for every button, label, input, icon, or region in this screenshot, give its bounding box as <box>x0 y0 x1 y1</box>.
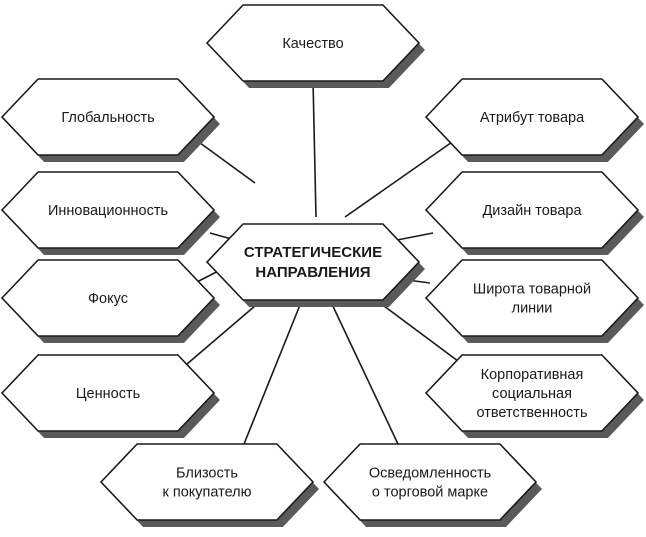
node-label-line: Дизайн товара <box>482 203 582 219</box>
hexagon-shape <box>0 259 216 337</box>
node-label-line: СТРАТЕГИЧЕСКИЕ <box>244 244 382 261</box>
node-osvedomlennost-o-marke: Осведомленность о торговой марке <box>322 443 542 527</box>
hexagon-shape <box>0 354 216 432</box>
hexagon-shape <box>0 78 216 156</box>
node-kachestvo: Качество <box>205 4 425 88</box>
hexagon-shape <box>322 443 538 521</box>
node-label-line: НАПРАВЛЕНИЯ <box>255 264 370 281</box>
node-label-line: ответственность <box>476 405 587 421</box>
node-label-line: линии <box>512 301 553 317</box>
node-label-line: социальная <box>492 386 572 402</box>
node-fokus: Фокус <box>0 259 220 343</box>
node-label-line: о торговой марке <box>372 485 488 501</box>
connector-line-korporativnaya-otvetstvennost <box>371 296 471 371</box>
node-label-line: Атрибут товара <box>480 110 585 126</box>
node-globalnost: Глобальность <box>0 78 220 162</box>
connector-line-atribut-tovara <box>344 139 456 218</box>
connector-line-tsennost <box>179 299 263 371</box>
node-atribut-tovara: Атрибут товара <box>424 78 644 162</box>
connector-line-osvedomlennost-o-marke <box>329 299 399 445</box>
node-dizain-tovara: Дизайн товара <box>424 171 644 255</box>
connector-lines <box>179 79 471 445</box>
hexagon-shape <box>99 443 315 521</box>
hexagon-shape <box>424 354 640 432</box>
node-blizost-k-pokupatelyu: Близость к покупателю <box>99 443 319 527</box>
connector-line-globalnost <box>195 139 256 184</box>
node-label-line: к покупателю <box>162 485 251 501</box>
node-label-line: Осведомленность <box>369 466 491 482</box>
hexagon-shape <box>424 78 640 156</box>
node-shirota-tovarnoi-linii: Широта товарной линии <box>424 259 644 343</box>
connector-line-kachestvo <box>312 79 317 218</box>
node-innovatsionnost: Инновационность <box>0 171 220 255</box>
node-korporativnaya-otvetstvennost: Корпоративная социальная ответственность <box>424 354 644 438</box>
node-label-line: Глобальность <box>61 110 154 126</box>
hexagon-shape <box>0 171 216 249</box>
hexagon-shape <box>205 223 421 301</box>
node-label-line: Качество <box>282 36 343 52</box>
node-label-line: Корпоративная <box>481 367 584 383</box>
connector-line-blizost-k-pokupatelyu <box>243 299 303 445</box>
hexagon-shape <box>424 171 640 249</box>
hexagon-shape <box>205 4 421 82</box>
node-label-line: Фокус <box>88 291 128 307</box>
node-label-line: Инновационность <box>48 203 168 219</box>
node-label-line: Ценность <box>76 386 140 402</box>
node-label-line: Близость <box>176 466 238 482</box>
node-label-line: Широта товарной <box>473 282 591 298</box>
hexagon-shape <box>424 259 640 337</box>
center-node: СТРАТЕГИЧЕСКИЕ НАПРАВЛЕНИЯ <box>205 223 425 307</box>
node-tsennost: Ценность <box>0 354 220 438</box>
